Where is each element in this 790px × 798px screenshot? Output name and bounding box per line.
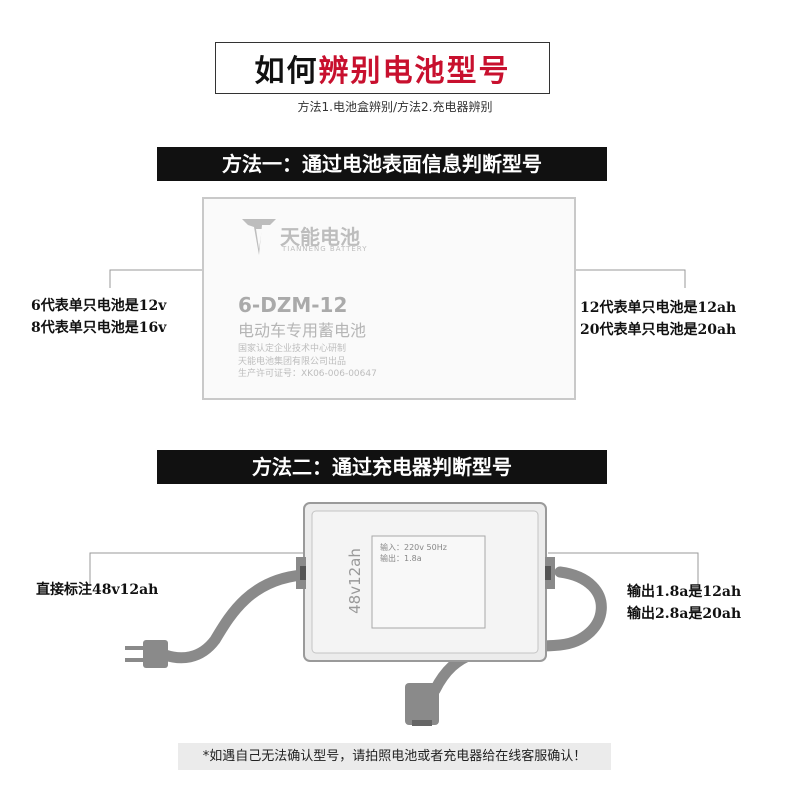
battery-label-image: 天能电池 TIANNENG BATTERY 6-DZM-12 电动车专用蓄电池 … <box>202 197 576 400</box>
left-note-1: 6代表单只电池是12v <box>31 298 167 314</box>
brand-cn: 天能电池 <box>280 225 360 249</box>
brand-en: TIANNENG BATTERY <box>282 245 368 253</box>
charger-right-note-2: 输出2.8a是20ah <box>627 606 742 622</box>
left-note-2: 8代表单只电池是16v <box>31 320 167 336</box>
right-note-2: 20代表单只电池是20ah <box>580 322 737 338</box>
right-note-1: 12代表单只电池是12ah <box>580 300 737 316</box>
title-part1: 如何 <box>254 54 319 89</box>
battery-model: 6-DZM-12 <box>238 293 348 317</box>
battery-line2: 天能电池集团有限公司出品 <box>238 357 347 367</box>
battery-line1: 国家认定企业技术中心研制 <box>238 344 347 354</box>
page-title: 如何辨别电池型号 <box>215 42 550 94</box>
warning-note: *如遇自己无法确认型号，请拍照电池或者充电器给在线客服确认！ <box>178 743 611 770</box>
battery-type: 电动车专用蓄电池 <box>238 321 367 340</box>
charger-side-label: 48v12ah <box>345 548 364 614</box>
method2-banner: 方法二：通过充电器判断型号 <box>157 450 607 484</box>
charger-right-notes: 输出1.8a是12ah 输出2.8a是20ah <box>627 581 741 625</box>
method1-banner: 方法一：通过电池表面信息判断型号 <box>157 147 607 181</box>
right-notes: 12代表单只电池是12ah 20代表单只电池是20ah <box>580 297 736 341</box>
subtitle: 方法1.电池盒辨别/方法2.充电器辨别 <box>297 100 493 114</box>
tianneng-logo-icon <box>242 219 276 255</box>
battery-line3: 生产许可证号：XK06-006-00647 <box>238 369 377 379</box>
title-part2: 辨别电池型号 <box>318 54 511 89</box>
charger-output: 输出：1.8a <box>380 554 422 563</box>
charger-side-label-wrap: 48v12ah <box>340 548 380 618</box>
charger-left-note: 直接标注48v12ah <box>36 582 159 598</box>
charger-input: 输入：220v 50Hz <box>380 543 447 552</box>
charger-right-note-1: 输出1.8a是12ah <box>627 584 742 600</box>
left-notes: 6代表单只电池是12v 8代表单只电池是16v <box>31 295 166 339</box>
